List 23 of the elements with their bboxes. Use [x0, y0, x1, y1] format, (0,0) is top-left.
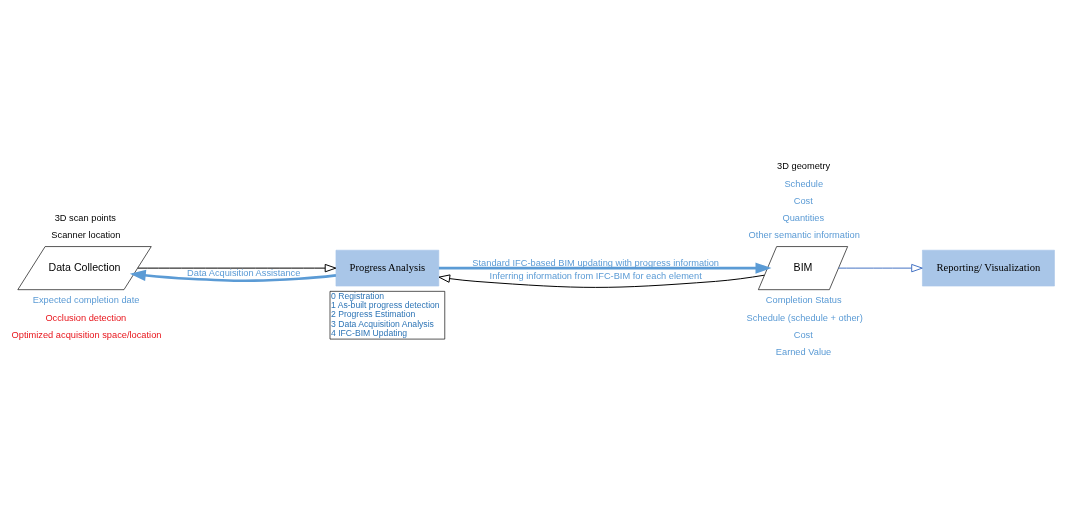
label: Other semantic information — [748, 229, 860, 240]
edge-label: Inferring information from IFC-BIM for each element — [489, 270, 702, 281]
label: Cost — [793, 195, 813, 206]
label: Optimized acquisition space/location — [11, 329, 162, 340]
label: Earned Value — [775, 346, 832, 357]
label: Cost — [793, 329, 813, 340]
edge-label: Standard IFC-based BIM updating with progress information — [472, 257, 720, 268]
label: Schedule — [784, 178, 824, 189]
label: Schedule (schedule + other) — [746, 312, 863, 323]
node-box: Reporting/ Visualization — [922, 249, 1055, 286]
edge-label: Data Acquisition Assistance — [187, 267, 301, 278]
label: Scanner location — [51, 229, 121, 240]
node-box: Progress Analysis — [335, 249, 440, 286]
arrow — [838, 263, 923, 272]
arrow — [438, 262, 772, 274]
arrow — [438, 273, 765, 288]
arrow — [137, 263, 337, 272]
arrow — [129, 269, 337, 282]
label: 3D scan points — [54, 212, 116, 223]
node-box: 0 Registration 1 As-built progress detection 2 Progress Estimation 3 Data Acquisition Analysis 4 IFC-BIM Updating — [329, 290, 446, 339]
label: Occlusion detection — [45, 312, 127, 323]
label: 3D geometry — [777, 160, 831, 171]
label: Quantities — [782, 212, 825, 223]
